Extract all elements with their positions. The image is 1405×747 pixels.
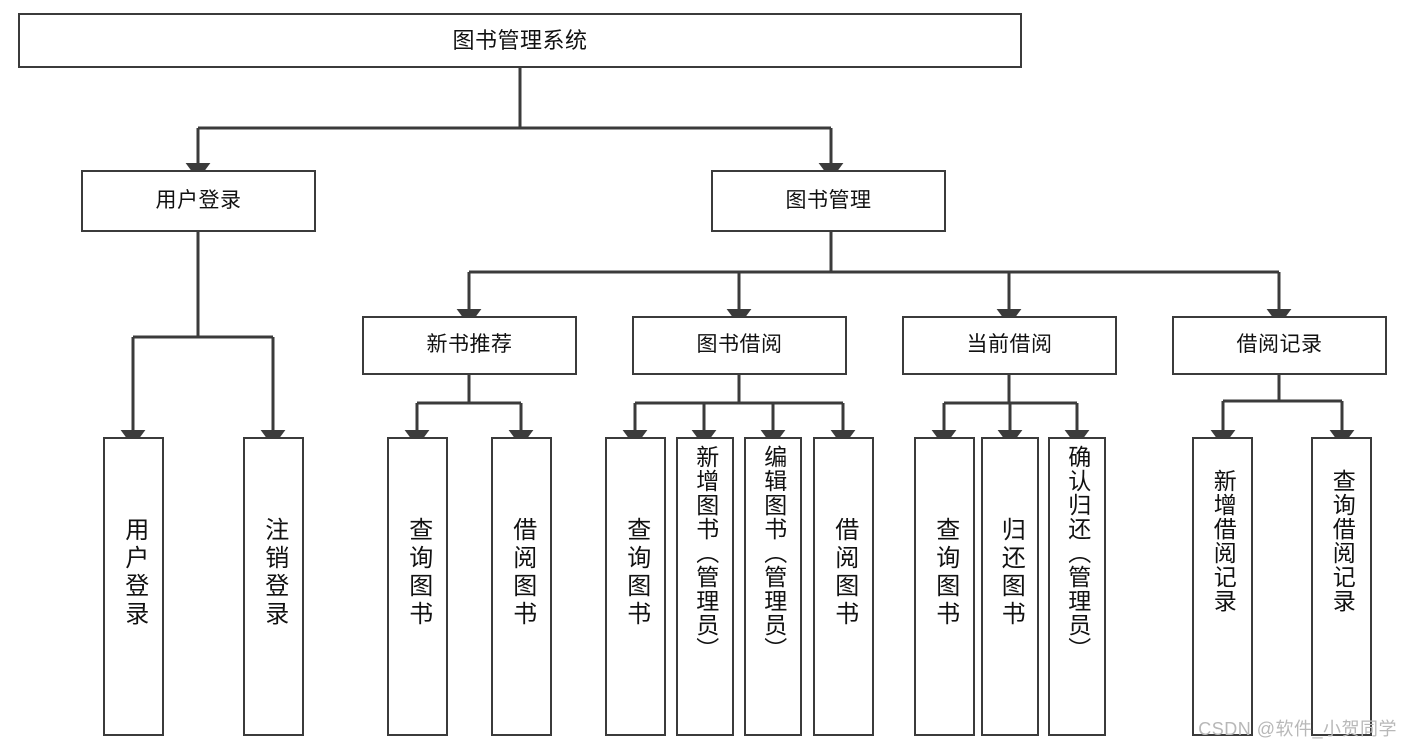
leaf-confirm-return[interactable]: 确认归还（管理员） — [1048, 437, 1106, 736]
leaf-edit-book[interactable]: 编辑图书（管理员） — [744, 437, 802, 736]
leaf-query-book-1-label: 查询图书 — [404, 517, 432, 629]
leaf-logout[interactable]: 注销登录 — [243, 437, 304, 736]
leaf-query-record[interactable]: 查询借阅记录 — [1311, 437, 1372, 736]
node-root[interactable]: 图书管理系统 — [18, 13, 1022, 68]
leaf-add-record[interactable]: 新增借阅记录 — [1192, 437, 1253, 736]
node-new-book-recommend[interactable]: 新书推荐 — [362, 316, 577, 375]
leaf-borrow-book-2[interactable]: 借阅图书 — [813, 437, 874, 736]
leaf-edit-book-label: 编辑图书（管理员） — [760, 445, 787, 661]
node-user-login[interactable]: 用户登录 — [81, 170, 316, 232]
node-current-borrow[interactable]: 当前借阅 — [902, 316, 1117, 375]
leaf-add-record-label: 新增借阅记录 — [1210, 469, 1237, 613]
csdn-watermark: CSDN @软件_小贺同学 — [1198, 719, 1397, 739]
node-book-manage[interactable]: 图书管理 — [711, 170, 946, 232]
leaf-borrow-book-1[interactable]: 借阅图书 — [491, 437, 552, 736]
leaf-query-book-3[interactable]: 查询图书 — [914, 437, 975, 736]
node-current-borrow-label: 当前借阅 — [966, 333, 1053, 357]
node-new-book-recommend-label: 新书推荐 — [426, 333, 513, 357]
leaf-logout-label: 注销登录 — [260, 517, 288, 629]
leaf-query-book-2-label: 查询图书 — [622, 517, 650, 629]
leaf-return-book-label: 归还图书 — [997, 517, 1025, 629]
leaf-user-login[interactable]: 用户登录 — [103, 437, 164, 736]
node-book-borrow-label: 图书借阅 — [696, 333, 783, 357]
node-book-manage-label: 图书管理 — [785, 188, 872, 212]
leaf-borrow-book-2-label: 借阅图书 — [830, 517, 858, 629]
leaf-add-book[interactable]: 新增图书（管理员） — [676, 437, 734, 736]
node-root-label: 图书管理系统 — [452, 27, 588, 53]
leaf-return-book[interactable]: 归还图书 — [981, 437, 1039, 736]
leaf-borrow-book-1-label: 借阅图书 — [508, 517, 536, 629]
node-borrow-record[interactable]: 借阅记录 — [1172, 316, 1387, 375]
leaf-query-record-label: 查询借阅记录 — [1329, 469, 1356, 613]
leaf-add-book-label: 新增图书（管理员） — [692, 445, 719, 661]
node-user-login-label: 用户登录 — [155, 188, 242, 212]
node-book-borrow[interactable]: 图书借阅 — [632, 316, 847, 375]
leaf-confirm-return-label: 确认归还（管理员） — [1064, 445, 1091, 661]
leaf-query-book-1[interactable]: 查询图书 — [387, 437, 448, 736]
leaf-user-login-label: 用户登录 — [120, 517, 148, 629]
node-borrow-record-label: 借阅记录 — [1236, 333, 1323, 357]
leaf-query-book-3-label: 查询图书 — [931, 517, 959, 629]
leaf-query-book-2[interactable]: 查询图书 — [605, 437, 666, 736]
